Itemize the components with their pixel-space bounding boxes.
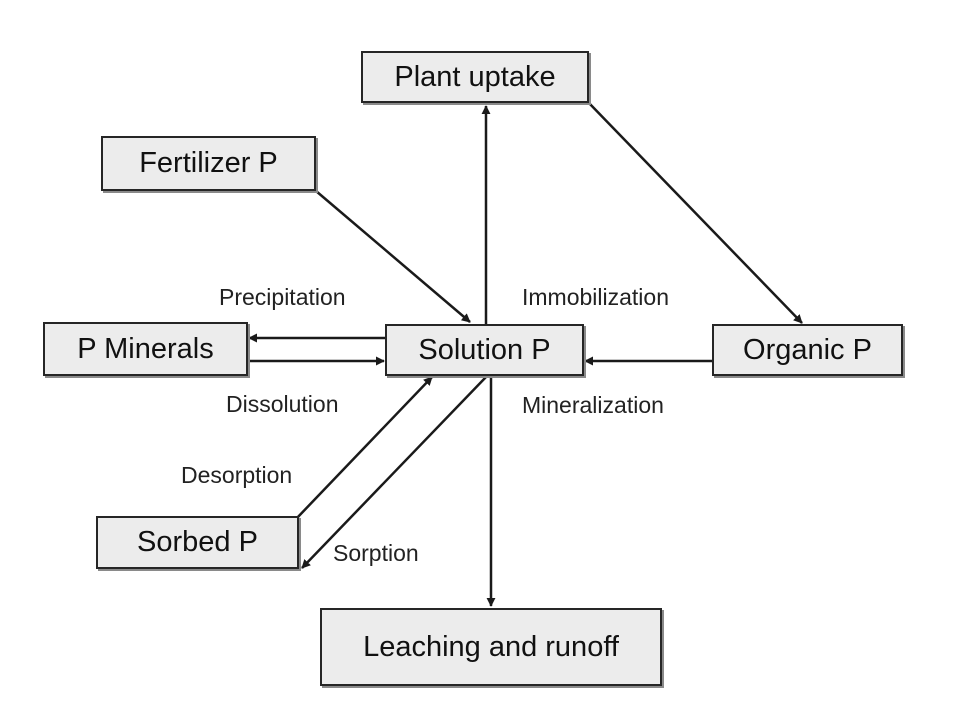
label-mineralization: Mineralization [522, 392, 664, 418]
label-sorption: Sorption [333, 540, 419, 566]
node-leaching-and-runoff: Leaching and runoff [320, 608, 662, 686]
node-p-minerals: P Minerals [43, 322, 248, 376]
label-precipitation: Precipitation [219, 284, 346, 310]
node-sorbed-p: Sorbed P [96, 516, 299, 569]
label-dissolution: Dissolution [226, 391, 339, 417]
label-desorption: Desorption [181, 462, 293, 488]
node-plant-uptake: Plant uptake [361, 51, 589, 103]
arrow-fertilizer-to-solution [315, 190, 471, 323]
arrow-plant-uptake-to-organic [587, 101, 803, 324]
label-immobilization: Immobilization [522, 284, 669, 310]
arrow-sorption [301, 376, 487, 569]
node-fertilizer-p: Fertilizer P [101, 136, 316, 191]
node-solution-p: Solution P [385, 324, 584, 376]
node-organic-p: Organic P [712, 324, 903, 376]
arrow-desorption [295, 376, 433, 520]
